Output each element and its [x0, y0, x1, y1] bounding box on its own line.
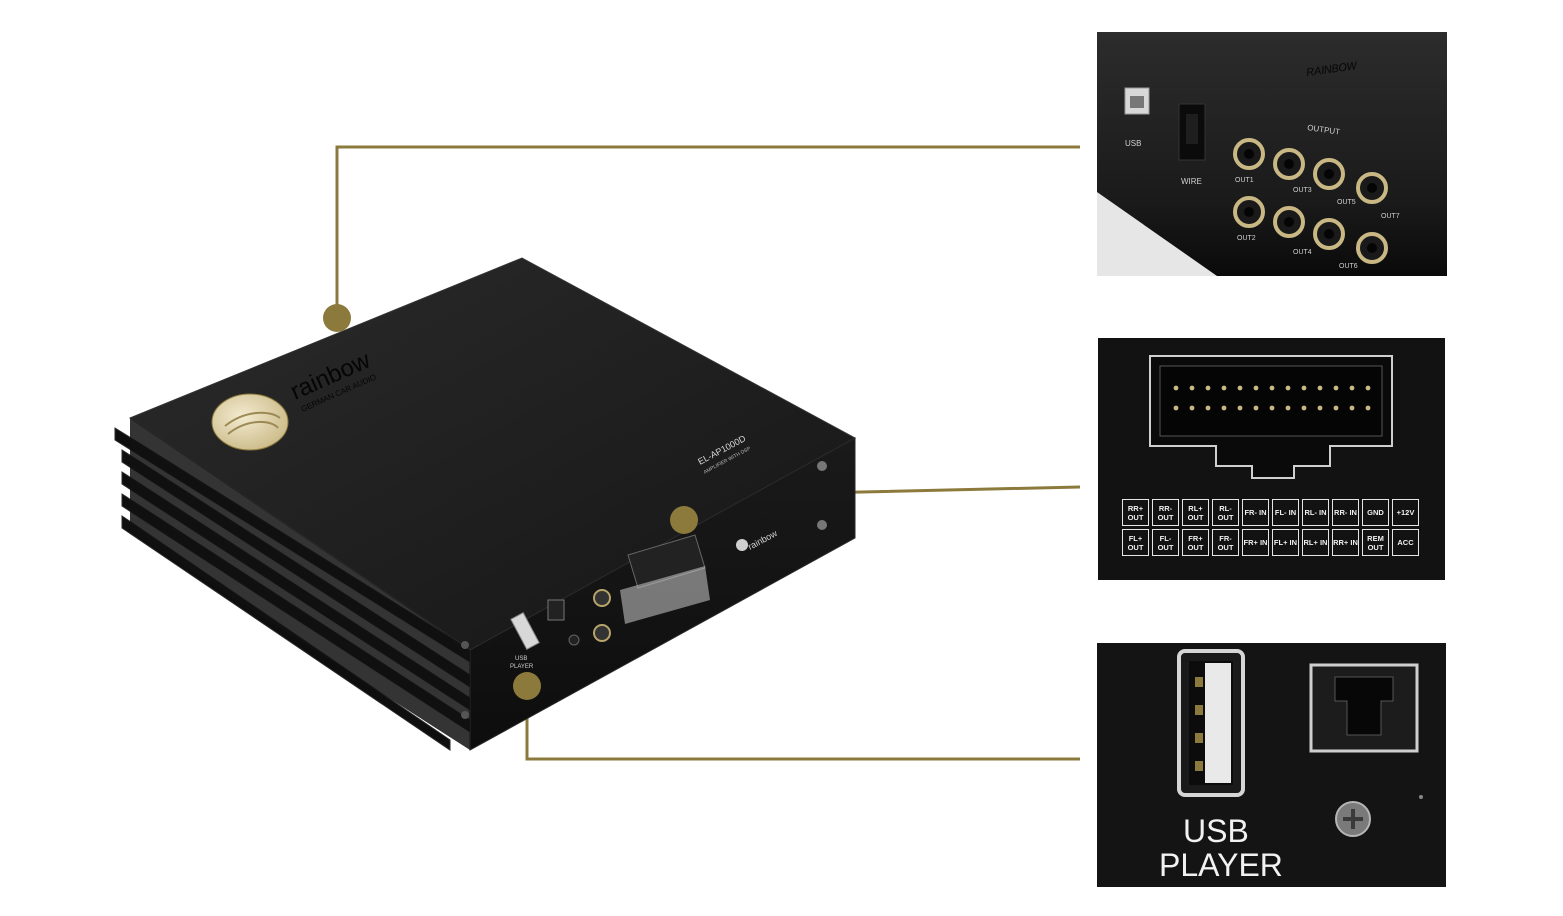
front-rca-1 — [593, 589, 611, 607]
out1-label: OUT1 — [1235, 177, 1254, 184]
product-device: rainbow GERMAN CAR AUDIO EL-AP1000D AMPL… — [114, 257, 857, 751]
front-rca-2 — [593, 624, 611, 642]
pin-label: FR- OUT — [1212, 529, 1239, 556]
pin-label: FR- IN — [1242, 499, 1269, 526]
out6-label: OUT6 — [1339, 263, 1358, 270]
pin-label: RR+ IN — [1332, 529, 1359, 556]
front-optical-port — [547, 599, 565, 621]
callout-line-top — [335, 145, 1080, 318]
pin-label: GND — [1362, 499, 1389, 526]
wire-connector-plug — [1149, 355, 1393, 479]
front-usb-port — [510, 612, 540, 650]
pin-label: RL- IN — [1302, 499, 1329, 526]
usb-player-label-1: USB — [1183, 813, 1249, 849]
pin-label: RL+ OUT — [1182, 499, 1209, 526]
out7-label: OUT7 — [1381, 213, 1400, 220]
pin-label: RR+ OUT — [1122, 499, 1149, 526]
pin-label: ACC — [1392, 529, 1419, 556]
pin-label: FR+ OUT — [1182, 529, 1209, 556]
pin-label: FL- OUT — [1152, 529, 1179, 556]
pin-label: RR- IN — [1332, 499, 1359, 526]
pin-label: FL+ IN — [1272, 529, 1299, 556]
pin-label: FR+ IN — [1242, 529, 1269, 556]
callout-dot-bottom — [513, 672, 541, 700]
output-panel-image: ᴿᴬᴵᴺᴮᴼᵂ USB WIRE OUTPUT OUT1 OUT3 OUT5 O… — [1097, 32, 1447, 276]
pin-label: RL+ IN — [1302, 529, 1329, 556]
callout-dot-top — [323, 304, 351, 332]
brand-logo-badge — [211, 393, 289, 451]
pin-label: FL- IN — [1272, 499, 1299, 526]
wire-port-label: WIRE — [1181, 177, 1202, 186]
out2-label: OUT2 — [1237, 235, 1256, 242]
usb-player-label-2: PLAYER — [1159, 847, 1283, 883]
pin-label: +12V — [1392, 499, 1419, 526]
pin-label: FL+ OUT — [1122, 529, 1149, 556]
out4-label: OUT4 — [1293, 249, 1312, 256]
pin-label: RR- OUT — [1152, 499, 1179, 526]
front-usb-label2: PLAYER — [510, 664, 534, 670]
out5-label: OUT5 — [1337, 199, 1356, 206]
callout-dot-middle — [670, 506, 698, 534]
usb-player-panel: USB PLAYER — [1097, 643, 1446, 887]
out3-label: OUT3 — [1293, 187, 1312, 194]
usb-port-label: USB — [1125, 139, 1141, 148]
front-usb-label: USB — [515, 656, 527, 662]
pin-label: RL- OUT — [1212, 499, 1239, 526]
pin-label: REM OUT — [1362, 529, 1389, 556]
usb-player-ports — [1177, 649, 1423, 837]
